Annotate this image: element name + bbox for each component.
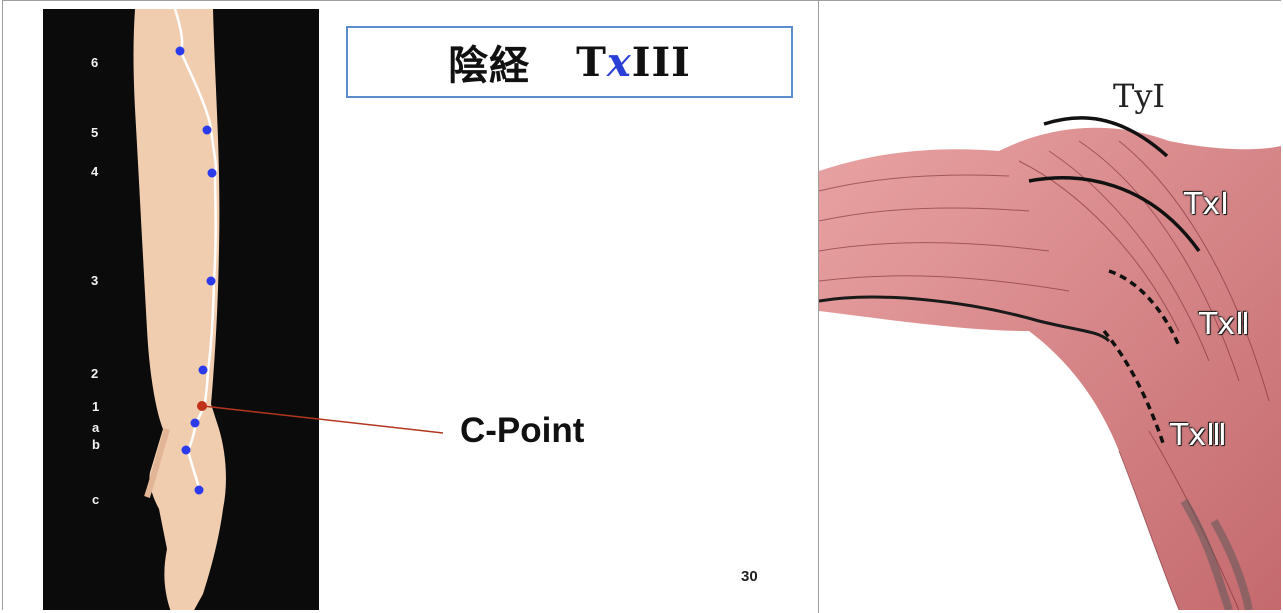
shoulder-muscle-illustration xyxy=(819,116,1281,610)
thumb-shape xyxy=(144,428,170,498)
c-point-label: C-Point xyxy=(460,411,585,450)
point-label-5: 5 xyxy=(91,125,99,140)
point-label-4: 4 xyxy=(91,164,99,179)
title-t: T xyxy=(576,38,607,86)
point-dot-6 xyxy=(175,46,185,56)
page-number: 30 xyxy=(741,568,758,585)
point-dot-c xyxy=(194,485,204,495)
point-label-1: 1 xyxy=(92,399,100,414)
muscle-outline xyxy=(819,295,1111,343)
point-dot-2 xyxy=(198,365,208,375)
tyi-line xyxy=(1043,116,1169,158)
forearm-illustration xyxy=(133,9,226,610)
txi-label: TxⅠ xyxy=(1184,187,1229,222)
point-dot-4 xyxy=(207,168,217,178)
title-jp: 陰経 xyxy=(448,43,531,89)
txiii-line xyxy=(1102,329,1166,447)
point-label-3: 3 xyxy=(91,273,99,288)
tyi-label: TyⅠ xyxy=(1113,77,1166,115)
txii-line xyxy=(1108,269,1181,347)
forearm-photo: 6 5 4 3 2 1 a b c xyxy=(43,9,319,610)
point-label-6: 6 xyxy=(91,55,99,70)
point-dot-a xyxy=(190,418,200,428)
c-point-dot xyxy=(197,401,207,411)
txi-line xyxy=(1028,175,1201,253)
title-roman: III xyxy=(631,38,691,86)
rib-shadow xyxy=(1180,498,1253,610)
point-label-2: 2 xyxy=(91,366,99,381)
txii-label: TxⅡ xyxy=(1199,307,1250,342)
point-label-b: b xyxy=(92,437,100,452)
point-dot-3 xyxy=(206,276,216,286)
meridian-line xyxy=(173,9,218,492)
point-dot-5 xyxy=(202,125,212,135)
point-label-c: c xyxy=(92,492,100,507)
point-label-a: a xyxy=(92,420,100,435)
c-point-leader-line xyxy=(202,405,444,434)
txiii-label: TxⅢ xyxy=(1170,418,1227,453)
anatomy-panel: TyⅠ TxⅠ TxⅡ TxⅢ xyxy=(819,1,1281,610)
muscle-mass xyxy=(819,127,1281,610)
point-markers xyxy=(175,46,444,495)
panel-divider xyxy=(818,0,819,613)
point-dot-b xyxy=(181,445,191,455)
title-x: x xyxy=(606,38,632,86)
